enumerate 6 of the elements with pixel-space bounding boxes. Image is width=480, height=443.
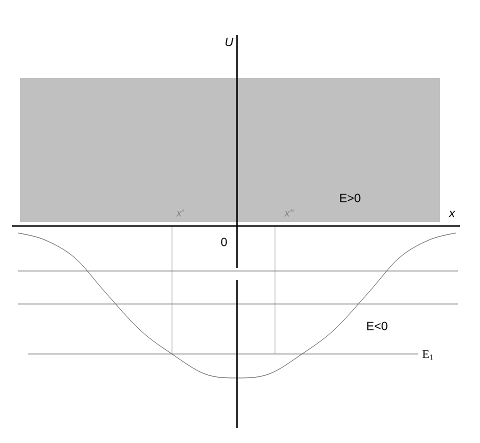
axis-label: x' xyxy=(176,210,184,216)
axis-label: U xyxy=(226,38,234,46)
axis-label: E$_{1}$ xyxy=(422,350,433,360)
axis-label: E<0 xyxy=(367,322,388,330)
axis-label: 0 xyxy=(221,238,227,246)
axis-label: x'' xyxy=(284,210,294,216)
